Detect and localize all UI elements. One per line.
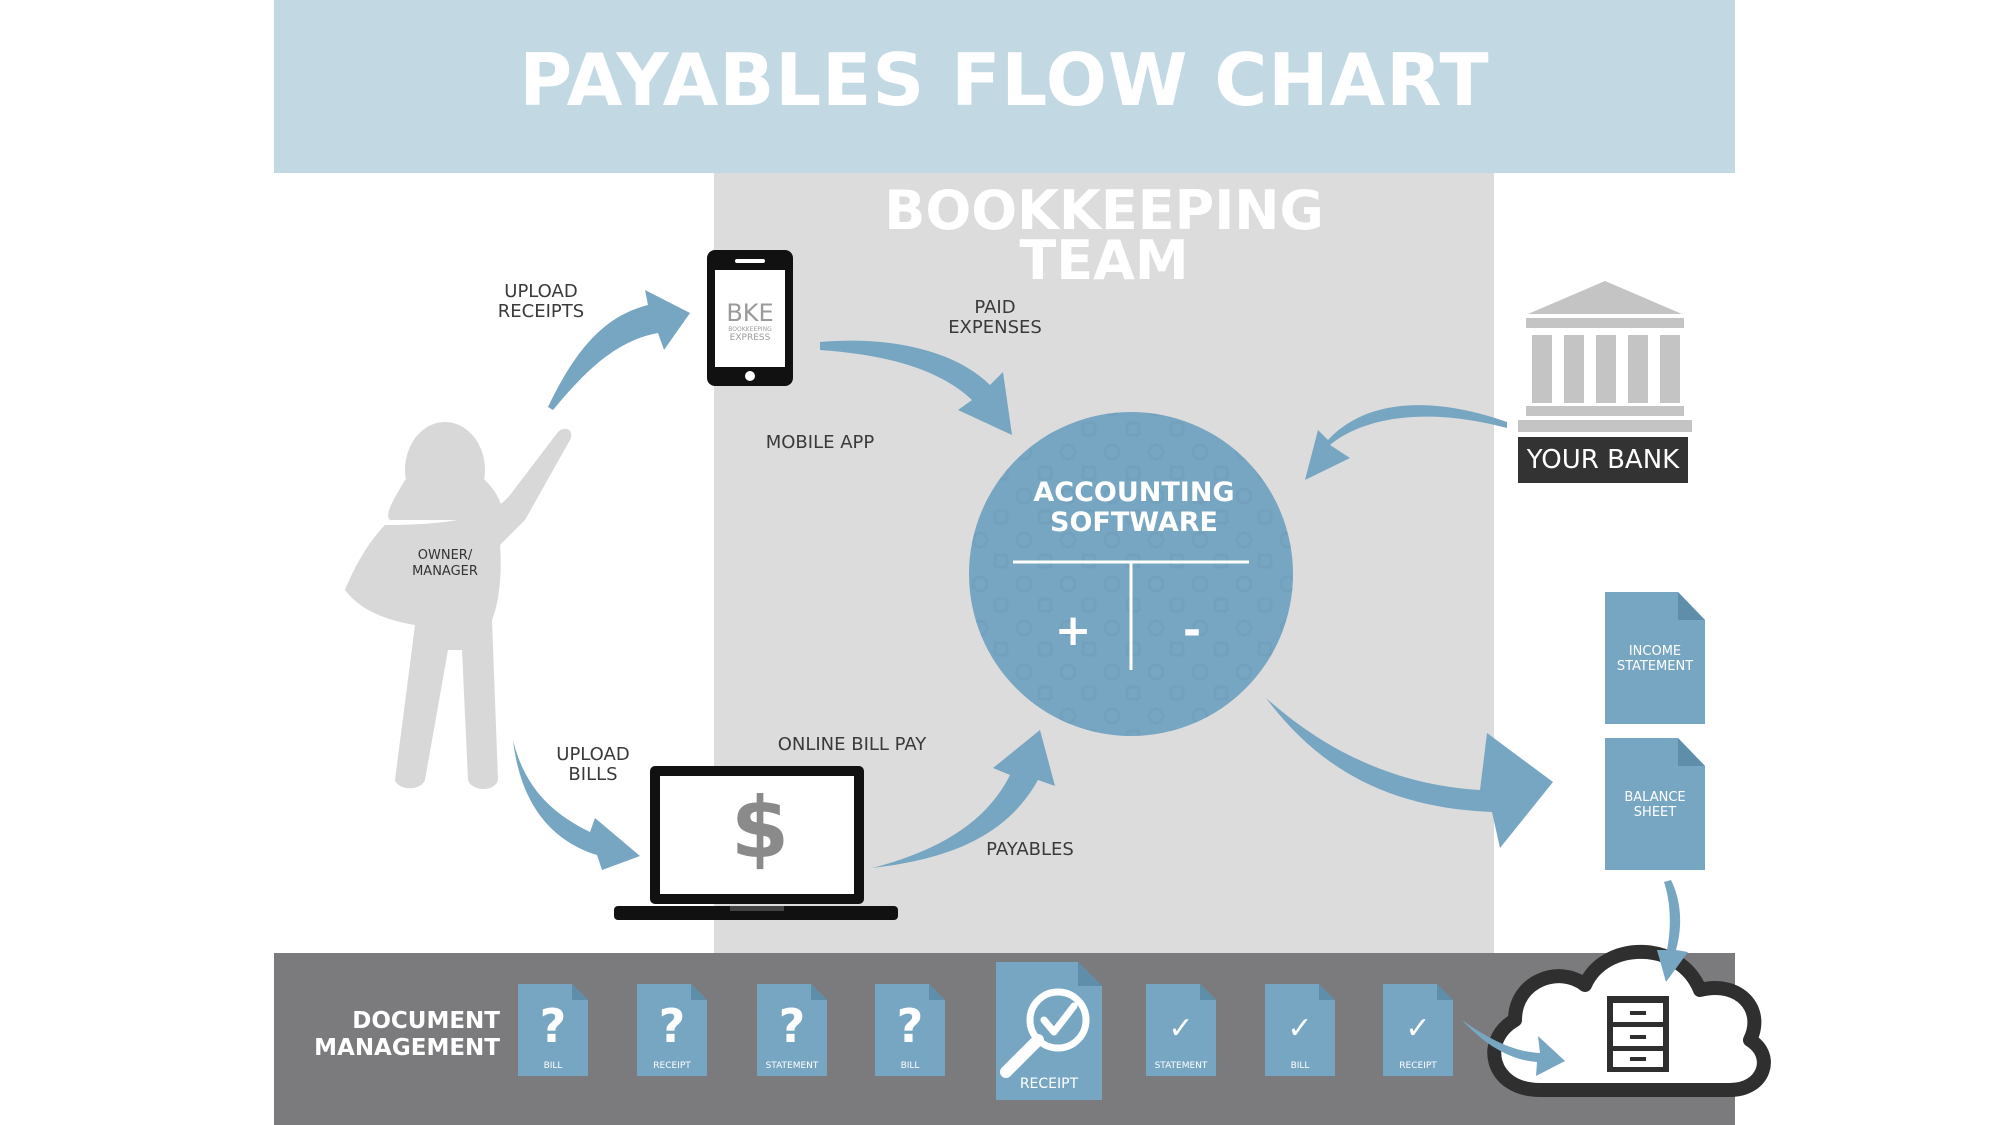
document-fold-icon: [1319, 984, 1335, 1000]
upload-bills-line1: UPLOAD: [556, 744, 630, 765]
owner-label-line1: OWNER/: [417, 548, 473, 563]
income-statement-line2: STATEMENT: [1616, 659, 1694, 674]
arrow-docs-to-cloud: [1462, 1020, 1565, 1076]
accounting-software-title: ACCOUNTING SOFTWARE: [974, 478, 1294, 538]
checkmark-icon: ✓: [1287, 1011, 1312, 1046]
check-icon: [1040, 1002, 1078, 1036]
paid-expenses-label: PAID EXPENSES: [930, 298, 1060, 338]
upload-receipts-label: UPLOAD RECEIPTS: [476, 282, 606, 322]
document-label: BILL: [1290, 1061, 1310, 1071]
document-fold-icon: [691, 984, 707, 1000]
document-fold-icon: [1078, 962, 1102, 986]
document-label: RECEIPT: [1019, 1076, 1079, 1092]
question-mark-icon: ?: [779, 999, 806, 1053]
online-bill-pay-label: ONLINE BILL PAY: [777, 734, 927, 755]
income-statement-label: INCOME STATEMENT: [1605, 644, 1705, 674]
balance-sheet-line2: SHEET: [1633, 805, 1677, 820]
balance-sheet-document-icon: [1605, 738, 1705, 870]
paid-expenses-line2: EXPENSES: [948, 317, 1042, 338]
document-icon: [1383, 984, 1453, 1076]
accounting-line1: ACCOUNTING: [1033, 477, 1235, 508]
document-icon: [518, 984, 588, 1076]
arrow-upload-bills: [513, 740, 640, 870]
upload-receipts-line2: RECEIPTS: [497, 301, 585, 322]
document-label: STATEMENT: [1154, 1061, 1208, 1071]
laptop-icon: [614, 766, 898, 920]
arrow-payables: [872, 730, 1055, 868]
document-icon: [757, 984, 827, 1076]
dollar-sign-icon: $: [730, 779, 790, 877]
page-title: PAYABLES FLOW CHART: [519, 38, 1490, 122]
document-icon: [637, 984, 707, 1076]
phone-logo-sub1: BOOKKEEPING: [728, 326, 772, 333]
upload-bills-line2: BILLS: [568, 764, 618, 785]
document-label: RECEIPT: [1399, 1061, 1437, 1071]
bank-building-icon: [1518, 281, 1692, 432]
document-label: RECEIPT: [653, 1061, 691, 1071]
payables-label: PAYABLES: [986, 839, 1074, 860]
your-bank-label: YOUR BANK: [1518, 437, 1688, 483]
checkmark-icon: ✓: [1405, 1011, 1430, 1046]
magnifier-icon: [1026, 988, 1090, 1052]
owner-label-line2: MANAGER: [412, 564, 478, 579]
owner-manager-label: OWNER/ MANAGER: [395, 548, 495, 580]
mobile-app-label: MOBILE APP: [765, 432, 875, 453]
checkmark-icon: ✓: [1168, 1011, 1193, 1046]
team-title-line2: TEAM: [1019, 229, 1189, 292]
income-statement-line1: INCOME: [1628, 644, 1682, 659]
question-mark-icon: ?: [540, 999, 567, 1053]
accounting-line2: SOFTWARE: [1050, 507, 1218, 538]
magnifier-handle-icon: [1000, 1034, 1044, 1078]
document-fold-icon: [1437, 984, 1453, 1000]
balance-sheet-line1: BALANCE: [1624, 790, 1686, 805]
phone-logo-text: BKE: [726, 299, 774, 327]
income-statement-document-icon: [1605, 592, 1705, 724]
document-fold-icon: [572, 984, 588, 1000]
document-icons-row: ???? ✓ ✓ ✓: [518, 962, 1453, 1100]
document-management-line2: MANAGEMENT: [314, 1035, 500, 1061]
upload-bills-label: UPLOAD BILLS: [528, 745, 658, 785]
plus-sign: +: [1054, 605, 1092, 656]
balance-sheet-label: BALANCE SHEET: [1605, 790, 1705, 820]
document-management-line1: DOCUMENT: [352, 1008, 500, 1034]
document-management-title: DOCUMENT MANAGEMENT: [290, 1008, 500, 1062]
title-band: [274, 0, 1735, 173]
arrow-paid-expenses: [820, 340, 1012, 435]
document-fold-icon: [1200, 984, 1216, 1000]
paid-expenses-line1: PAID: [974, 297, 1016, 318]
phone-logo-sub2: EXPRESS: [729, 333, 771, 343]
upload-receipts-line1: UPLOAD: [504, 281, 578, 302]
document-label: BILL: [900, 1061, 920, 1071]
document-fold-icon: [929, 984, 945, 1000]
mobile-phone-icon: [707, 250, 793, 386]
document-label: BILL: [543, 1061, 563, 1071]
arrow-from-bank: [1305, 405, 1507, 480]
question-mark-icon: ?: [659, 999, 686, 1053]
document-icon: [1265, 984, 1335, 1076]
arrow-upload-receipts: [548, 290, 690, 410]
minus-sign: -: [1182, 605, 1202, 656]
owner-manager-figure-icon: [345, 422, 572, 789]
phone-app-logo: BKE BOOKKEEPING EXPRESS: [715, 300, 785, 343]
file-cabinet-icon: [1607, 996, 1669, 1072]
accounting-software-circle: [969, 412, 1293, 736]
bookkeeping-team-title: BOOKKEEPING TEAM: [714, 179, 1494, 292]
arrow-to-cloud: [1657, 880, 1688, 982]
document-icon: [875, 984, 945, 1076]
team-title-line1: BOOKKEEPING: [884, 179, 1324, 242]
document-label: STATEMENT: [765, 1061, 819, 1071]
arrow-to-reports: [1266, 698, 1553, 848]
document-fold-icon: [811, 984, 827, 1000]
document-icon: [1146, 984, 1216, 1076]
question-mark-icon: ?: [897, 999, 924, 1053]
